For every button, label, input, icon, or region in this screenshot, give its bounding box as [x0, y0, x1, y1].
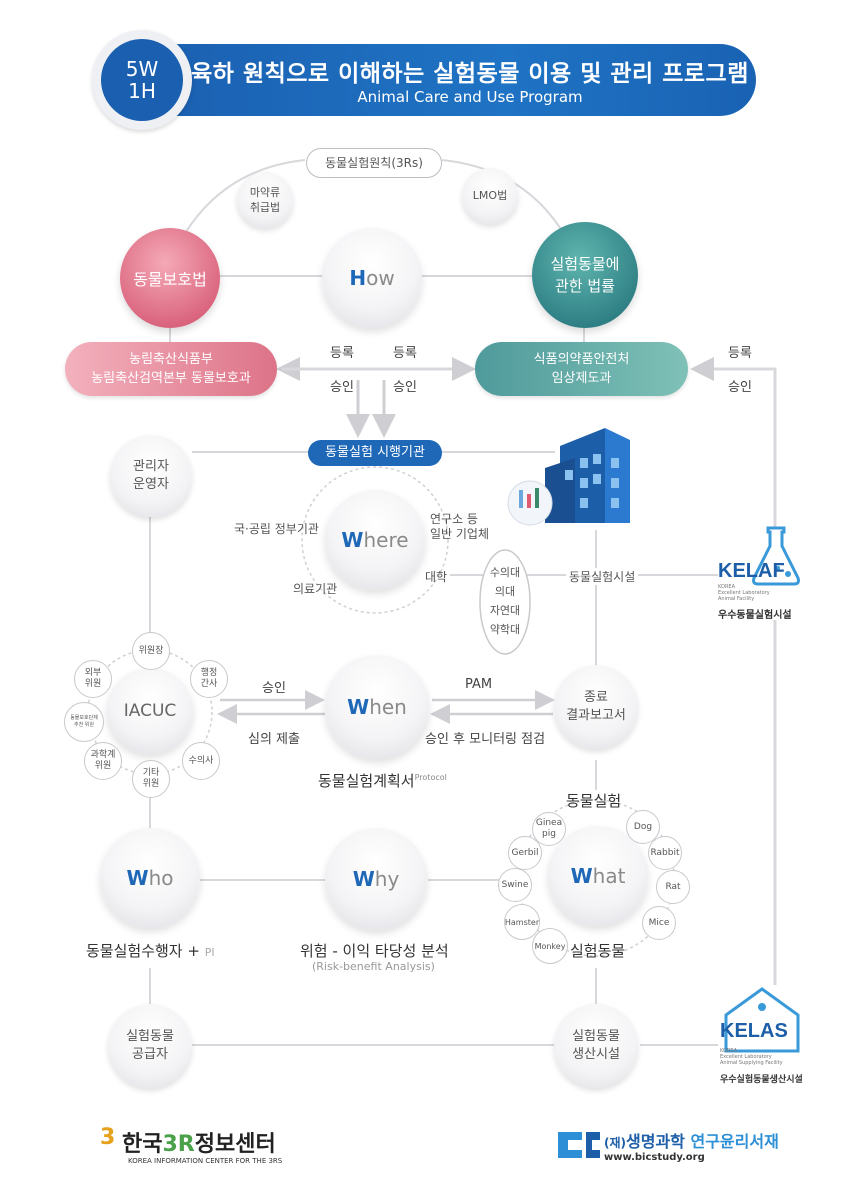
ministry-agriculture-node: 농림축산식품부 농림축산검역본부 동물보호과	[65, 342, 277, 396]
korea-3r-brand: 한국3R정보센터	[122, 1132, 276, 1157]
approve-right-label: 승인	[393, 380, 417, 395]
animal-gerbil: Gerbil	[508, 836, 542, 870]
why-label: Why	[352, 867, 400, 891]
lab-animal-label: 실험동물	[570, 942, 626, 960]
page-subtitle: Animal Care and Use Program	[357, 88, 583, 106]
monitoring-label: 승인 후 모니터링 점검	[425, 732, 546, 747]
what-circle: What	[548, 826, 648, 926]
korea-3r-english: KOREA INFORMATION CENTER FOR THE 3RS	[128, 1157, 283, 1165]
risk-benefit-label: 위험 - 이익 타당성 분석	[300, 942, 449, 960]
who-label: Who	[126, 866, 174, 890]
final-report-node: 종료 결과보고서	[554, 665, 638, 749]
university-label: 대학	[425, 570, 448, 584]
bic-brand: (재)생명과학 연구윤리서재	[604, 1132, 779, 1151]
pam-label: PAM	[465, 677, 493, 692]
where-label: Where	[341, 528, 409, 552]
register-left-label: 등록	[330, 346, 354, 361]
what-title: 동물실험	[566, 792, 622, 810]
lmo-law-node: LMO법	[462, 168, 518, 224]
medical-institution-label: 의료기관	[293, 582, 338, 596]
house-icon	[724, 987, 800, 1053]
bic-logo-icon	[558, 1132, 600, 1158]
welfare-group-member: 동물보호단체 추천 위원	[64, 702, 104, 742]
manager-node: 관리자 운영자	[110, 435, 192, 517]
who-circle: Who	[100, 828, 200, 928]
approve-far-label: 승인	[728, 380, 752, 395]
vet-member: 수의사	[182, 742, 220, 780]
bic-url: www.bicstudy.org	[604, 1152, 705, 1163]
kelas-korean: 우수실험동물생산시설	[720, 1075, 803, 1085]
animal-hamster: Hamster	[504, 904, 540, 940]
scientist-member: 과학계 위원	[84, 742, 122, 780]
animal-monkey: Monkey	[532, 928, 568, 964]
chair-member: 위원장	[132, 632, 170, 670]
research-institution-label: 연구소 등 일반 기업체	[430, 512, 490, 541]
lab-animal-law-node: 실험동물에 관한 법률	[532, 222, 638, 328]
kelaf-english: KOREA Excellent Laboratory Animal Facili…	[718, 584, 770, 602]
lab-animal-law-label: 실험동물에 관한 법률	[550, 255, 620, 295]
3r-logo-mark: 3	[100, 1125, 116, 1150]
animal-dog: Dog	[626, 810, 660, 844]
kelas-logo-text: KELAS	[720, 1020, 788, 1042]
kelaf-logo-text: KELAF	[718, 560, 785, 582]
mfds-node: 식품의약품안전처 임상제도과	[475, 342, 688, 396]
register-right-label: 등록	[393, 346, 417, 361]
submit-label: 심의 제출	[248, 732, 300, 747]
where-circle: Where	[325, 490, 425, 590]
why-circle: Why	[325, 828, 427, 930]
animal-rabbit: Rabbit	[648, 836, 682, 870]
kelaf-korean: 우수동물실험시설	[718, 610, 792, 621]
animal-rat: Rat	[656, 870, 690, 904]
approve-label: 승인	[262, 681, 286, 696]
animal-mice: Mice	[642, 906, 676, 940]
animal-protection-law-node: 동물보호법	[120, 228, 220, 328]
flask-icon	[752, 526, 800, 586]
page-title: 육하 원칙으로 이해하는 실험동물 이용 및 관리 프로그램	[191, 61, 749, 87]
when-circle: When	[325, 655, 429, 759]
performer-label: 동물실험수행자 + PI	[86, 942, 215, 960]
institution-pill: 동물실험 시행기관	[308, 440, 442, 466]
iacuc-label: IACUC	[123, 701, 177, 721]
register-far-label: 등록	[728, 346, 752, 361]
how-circle: How	[322, 228, 422, 328]
5w1h-badge: 5W 1H	[101, 39, 183, 121]
other-member: 기타 위원	[132, 760, 170, 798]
how-label: How	[349, 266, 395, 290]
building-illustration	[507, 428, 630, 526]
gov-institution-label: 국·공립 정부기관	[234, 522, 319, 536]
badge-line1: 5W	[125, 57, 159, 81]
what-label: What	[570, 864, 626, 888]
header-banner	[130, 44, 756, 116]
drug-law-node: 마약류 취급법	[237, 172, 293, 228]
approve-left-label: 승인	[330, 380, 354, 395]
admin-secretary: 행정 간사	[190, 660, 228, 698]
badge-line2: 1H	[128, 79, 156, 103]
mfds-label: 식품의약품안전처 임상제도과	[533, 352, 630, 386]
when-label: When	[347, 695, 407, 719]
iacuc-circle: IACUC	[107, 668, 193, 754]
animal-protection-law-label: 동물보호법	[133, 270, 207, 289]
risk-benefit-english: (Risk-benefit Analysis)	[312, 960, 435, 973]
ministry-agriculture-label: 농림축산식품부 농림축산검역본부 동물보호과	[91, 352, 251, 386]
protocol-label: 동물실험계획서Protocol	[318, 772, 447, 790]
external-member: 외부 위원	[74, 660, 112, 698]
supplier-node: 실험동물 공급자	[108, 1004, 192, 1088]
principle-3rs: 동물실험원칙(3Rs)	[306, 148, 442, 178]
animal-swine: Swine	[498, 868, 532, 902]
production-facility-node: 실험동물 생산시설	[554, 1004, 638, 1088]
facility-label: 동물실험시설	[566, 568, 639, 585]
colleges-list: 수의대 의대 자연대 약학대	[489, 566, 521, 636]
kelas-english: KOREA Excellent Laboratory Animal Supply…	[720, 1048, 783, 1066]
animal-guinea-pig: Ginea pig	[532, 812, 566, 846]
